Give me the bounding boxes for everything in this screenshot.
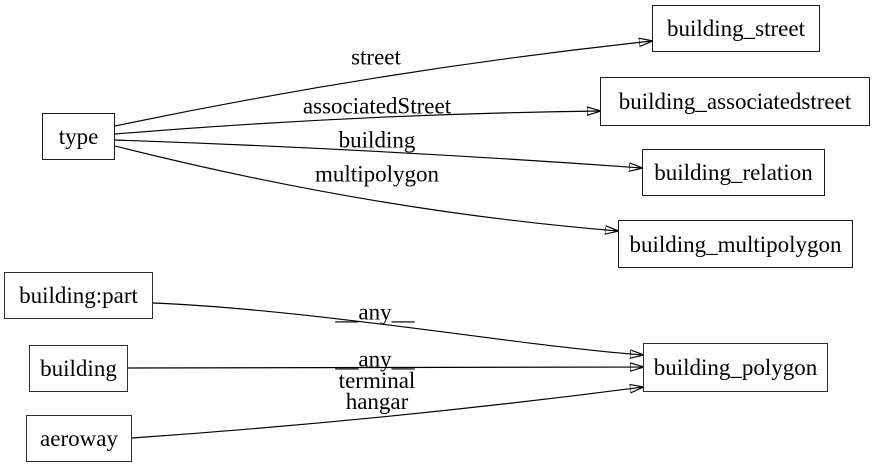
edge-label-building: building bbox=[338, 127, 416, 153]
node-building-multipolygon: building_multipolygon bbox=[618, 220, 853, 268]
edge-label-line-hangar: hangar bbox=[345, 389, 409, 414]
node-building-relation: building_relation bbox=[642, 149, 825, 196]
edge-label-multipolygon: multipolygon bbox=[315, 161, 439, 187]
node-building-associatedstreet: building_associatedstreet bbox=[600, 77, 870, 126]
node-building: building bbox=[29, 345, 128, 392]
edge-buildingpart-building-polygon bbox=[152, 302, 643, 355]
edge-label-street: street bbox=[351, 44, 401, 70]
edge-aeroway-building-polygon bbox=[131, 387, 643, 439]
node-building-part: building:part bbox=[4, 272, 153, 319]
edge-label-associatedstreet: associatedStreet bbox=[302, 93, 452, 119]
edge-type-building-multipolygon bbox=[114, 145, 618, 231]
edge-label-any-1: __any__ bbox=[335, 299, 415, 325]
node-building-street: building_street bbox=[652, 5, 820, 52]
node-aeroway: aeroway bbox=[26, 415, 132, 462]
edge-type-building-associatedstreet bbox=[114, 111, 600, 135]
edge-building-building-polygon bbox=[127, 367, 643, 368]
edge-type-building-relation bbox=[114, 139, 642, 168]
node-building-polygon: building_polygon bbox=[643, 343, 828, 392]
edge-type-building-street bbox=[114, 41, 652, 127]
edge-label-terminal-hangar: terminal hangar bbox=[338, 368, 416, 414]
node-type: type bbox=[42, 113, 115, 160]
edge-label-any-2: __any__ bbox=[335, 346, 415, 372]
edge-label-line-terminal: terminal bbox=[338, 368, 416, 393]
